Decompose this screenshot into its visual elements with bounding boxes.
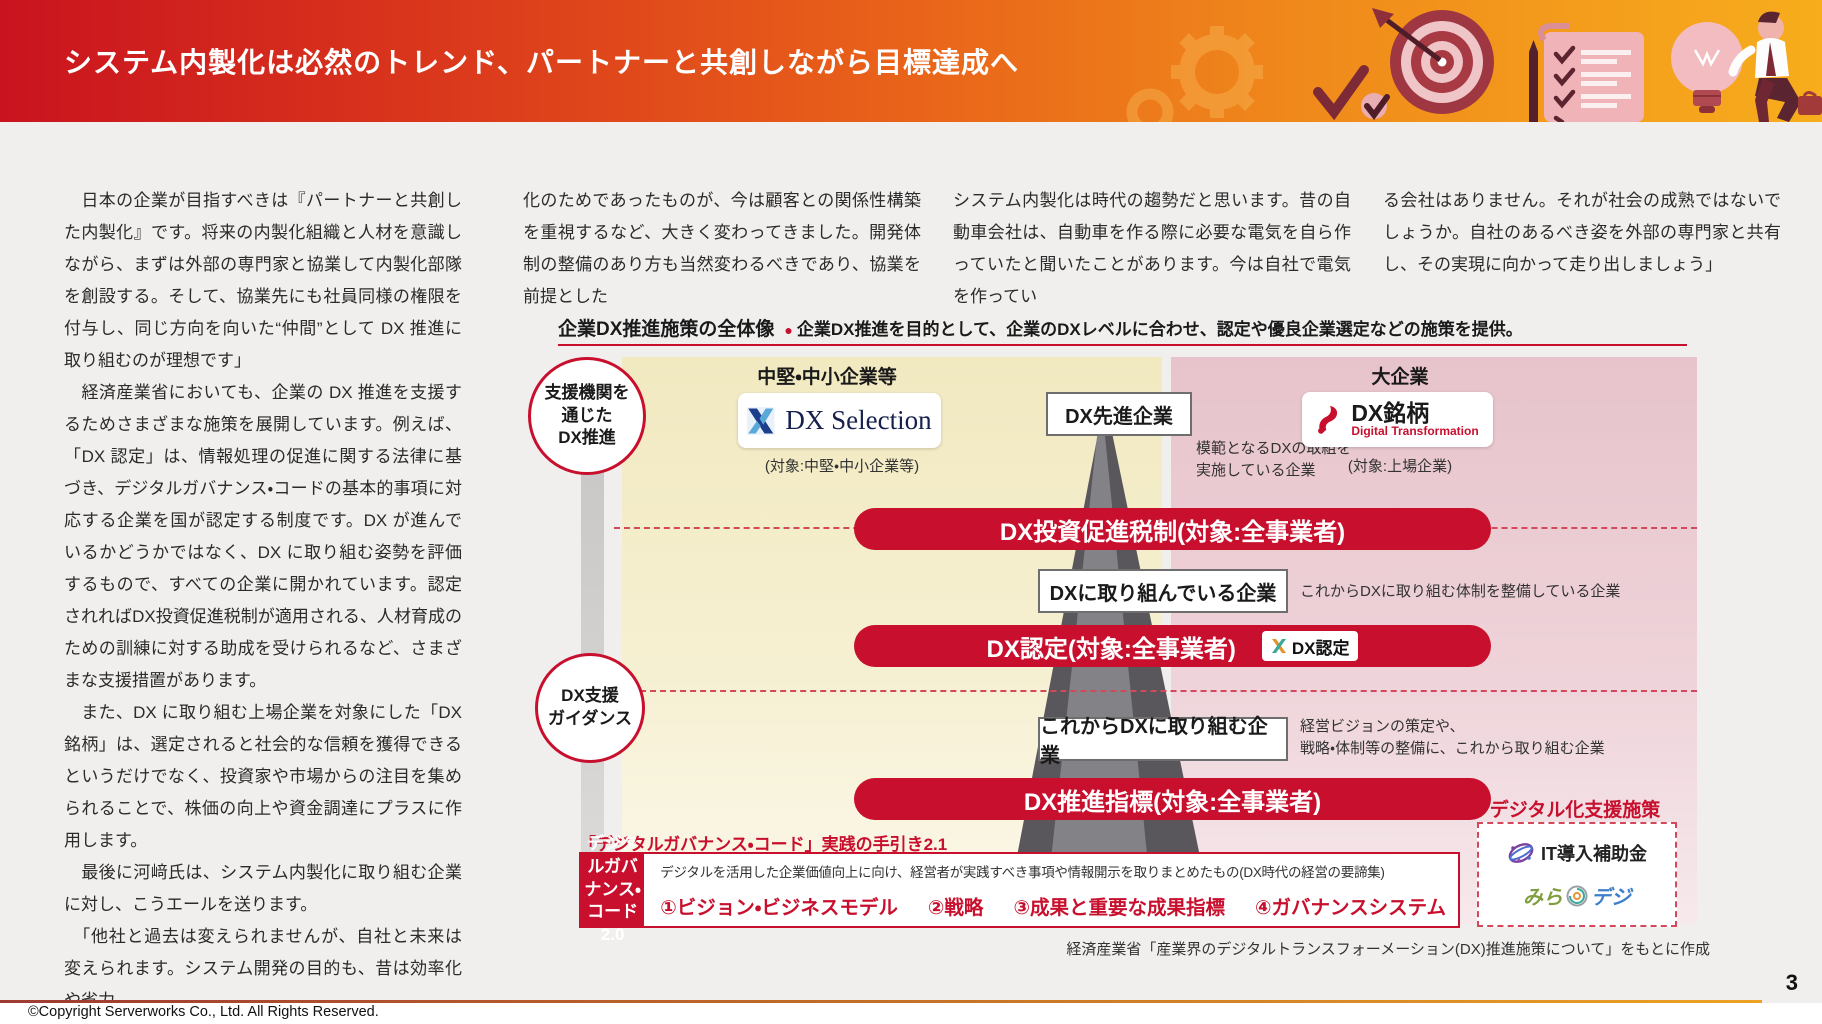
diagram-subtitle: 企業DX推進を目的として、企業のDXレベルに合わせ、認定や優良企業選定などの施策…: [796, 320, 1523, 339]
dx-meigara-logo: DX銘柄 Digital Transformation: [1302, 392, 1493, 447]
header-banner: システム内製化は必然のトレンド、パートナーと共創しながら目標達成へ: [0, 0, 1822, 122]
page-number: 3: [1785, 970, 1798, 995]
footer-strip: [0, 1003, 1822, 1024]
paragraph: 化のためであったものが、今は顧客との関係性構築を重視するなど、大きく変わってきま…: [523, 191, 921, 306]
dashed-divider-2: [620, 690, 1697, 692]
article-column-2: 化のためであったものが、今は顧客との関係性構築を重視するなど、大きく変わってきま…: [523, 185, 921, 313]
dx-selection-target: (対象:中堅・中小企業等): [764, 458, 920, 475]
article-column-4: る会社はありません。それが社会の成熟ではないでしょうか。自社のあるべき姿を外部の…: [1383, 185, 1781, 281]
band-tax-incentive: DX投資促進税制(対象:全事業者): [854, 508, 1491, 550]
band-dx-indicator: DX推進指標(対象:全事業者): [854, 778, 1491, 820]
page-title: システム内製化は必然のトレンド、パートナーと共創しながら目標達成へ: [64, 47, 1020, 78]
footer-accent-line: [0, 1000, 1762, 1003]
governance-code-title: デジタルガバナンス・ コード2.0: [581, 834, 645, 944]
dx-certification-badge: DX認定: [1261, 631, 1359, 661]
paragraph: 日本の企業が目指すべきは『パートナーと共創した内製化』です。将来の内製化組織と人…: [64, 191, 462, 370]
band-dx-certification-label: DX認定(対象:全事業者): [986, 635, 1236, 663]
it-subsidy-icon: [1508, 842, 1534, 863]
dx-certification-icon: [1271, 639, 1286, 653]
paragraph: 「他社と過去は変えられませんが、自社と未来は変えられます。システム開発の目的も、…: [64, 927, 462, 1010]
dartboard-icon: [1361, 8, 1494, 121]
source-note: 経済産業省「産業界のデジタルトランスフォーメーション(DX)推進施策について」を…: [1066, 941, 1710, 958]
paragraph: また、DX に取り組む上場企業を対象にした「DX 銘柄」は、選定されると社会的な…: [64, 703, 462, 850]
dx-meigara-label: DX銘柄: [1351, 400, 1430, 427]
digital-support-title: デジタル化支援施策: [1489, 800, 1661, 821]
miradigi-icon: [1566, 885, 1588, 907]
checklist-icon: [1529, 23, 1644, 122]
governance-code-items: ①ビジョン・ビジネスモデル ②戦略 ③成果と重要な成果指標 ④ガバナンスシステム: [660, 891, 1446, 920]
box-future-companies: これからDXに取り組む企業: [1038, 716, 1288, 767]
copyright-text: ©Copyright Serverworks Co., Ltd. All Rig…: [28, 1004, 379, 1020]
column-header-sme: 中堅・中小企業等: [757, 367, 897, 388]
paragraph: システム内製化は時代の趨勢だと思います。昔の自動車会社は、自動車を作る際に必要な…: [953, 191, 1351, 306]
bullet-icon: ●: [784, 322, 793, 338]
it-subsidy-logo: IT導入補助金: [1507, 839, 1647, 867]
dx-selection-icon: [747, 406, 775, 435]
headline-underline: [558, 344, 1687, 346]
support-agency-circle: 支援機関を 通じた DX推進: [528, 357, 646, 475]
dx-guidance-circle: DX支援 ガイダンス: [535, 653, 645, 763]
dx-meigara-target: (対象:上場企業): [1347, 458, 1453, 475]
dx-advanced-box: DX先進企業: [1046, 392, 1192, 436]
paragraph: 経済産業省においても、企業の DX 推進を支援するためさまざまな施策を展開してい…: [64, 383, 462, 690]
column-header-large: 大企業: [1371, 367, 1429, 388]
governance-guide-label: 「デジタルガバナンス・コード」実践の手引き2.1: [579, 835, 948, 854]
miradigi-logo: みら デジ: [1523, 881, 1631, 910]
article-column-1: 日本の企業が目指すべきは『パートナーと共創した内製化』です。将来の内製化組織と人…: [64, 185, 462, 1017]
governance-code-box: デジタルガバナンス・ コード2.0 デジタルを活用した企業価値向上に向け、経営者…: [579, 834, 1460, 944]
header-illustration: [1126, 8, 1822, 122]
it-subsidy-label: IT導入補助金: [1541, 843, 1647, 864]
checkmark-icon: [1313, 65, 1369, 121]
gov-item-1: ①ビジョン・ビジネスモデル: [660, 897, 898, 919]
dx-selection-logo: DX Selection: [738, 393, 941, 448]
gov-item-2: ②戦略: [927, 897, 984, 919]
gov-item-3: ③成果と重要な成果指標: [1013, 897, 1225, 919]
diagram-title: 企業DX推進施策の全体像: [558, 319, 775, 340]
dx-selection-label: DX Selection: [785, 405, 932, 435]
gear-icon: [1126, 26, 1263, 122]
businessman-icon: [1728, 11, 1822, 122]
governance-code-description: デジタルを活用した企業価値向上に向け、経営者が実践すべき事項や情報開示を取りまと…: [660, 865, 1385, 880]
box-working-caption: これからDXに取り組む体制を整備している企業: [1300, 583, 1621, 600]
lightbulb-icon: [1671, 22, 1743, 113]
digital-support-box: IT導入補助金 みら デジ: [1477, 822, 1677, 927]
paragraph: 最後に河﨑氏は、システム内製化に取り組む企業に対し、こうエールを送ります。: [64, 863, 462, 914]
article-column-3: システム内製化は時代の趨勢だと思います。昔の自動車会社は、自動車を作る際に必要な…: [953, 185, 1351, 313]
box-future-caption: 経営ビジョンの策定や、 戦略・体制等の整備に、これから取り組む企業: [1300, 718, 1605, 757]
gov-item-4: ④ガバナンスシステム: [1254, 897, 1446, 919]
box-working-companies: DXに取り組んでいる企業: [1038, 569, 1288, 613]
band-dx-certification: DX認定(対象:全事業者) DX認定: [854, 625, 1491, 667]
dx-meigara-icon: [1318, 405, 1338, 434]
dx-meigara-sublabel: Digital Transformation: [1351, 424, 1479, 439]
paragraph: る会社はありません。それが社会の成熟ではないでしょうか。自社のあるべき姿を外部の…: [1383, 191, 1781, 274]
diagram-headline: 企業DX推進施策の全体像 ●企業DX推進を目的として、企業のDXレベルに合わせ、認…: [558, 314, 1698, 341]
